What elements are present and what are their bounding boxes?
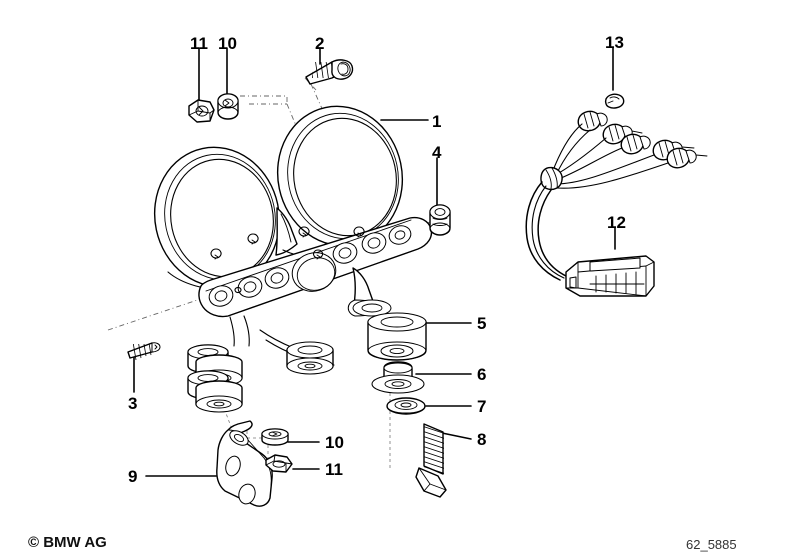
bulb-socket — [577, 110, 608, 132]
copyright-notice: © BMW AG — [28, 534, 107, 551]
hex-nut-bottom — [265, 454, 293, 473]
callout-4: 4 — [432, 143, 442, 162]
callout-3: 3 — [128, 394, 138, 413]
hex-head-bolt — [415, 423, 447, 498]
rubber-bushing-stack — [187, 341, 334, 413]
callout-10-top: 10 — [218, 34, 237, 53]
hex-socket-cap-bolt — [305, 59, 354, 85]
flat-washer-large — [386, 397, 426, 415]
callout-7: 7 — [477, 397, 487, 416]
collar-washer — [371, 361, 425, 394]
callout-11-top: 11 — [190, 34, 208, 53]
multi-pin-connector-plug — [565, 255, 655, 297]
callout-13: 13 — [605, 33, 624, 52]
rubber-mount-bushing-large — [367, 312, 427, 361]
washer-small-bottom — [261, 428, 289, 446]
callout-5: 5 — [477, 314, 487, 333]
diagram-number: 62_5885 — [686, 537, 737, 552]
instrument-bulb-harness — [525, 110, 708, 297]
instrument-mounting-plate — [198, 216, 433, 366]
bulb-socket — [666, 147, 708, 169]
callout-12: 12 — [607, 213, 626, 232]
angle-mounting-bracket — [216, 420, 273, 507]
flat-washer-small-top — [217, 93, 239, 120]
callout-2: 2 — [315, 34, 325, 53]
bulb-socket — [620, 133, 651, 155]
callout-9: 9 — [128, 467, 138, 486]
callout-10-bottom: 10 — [325, 433, 344, 452]
callout-6: 6 — [477, 365, 487, 384]
hex-nut-top — [188, 99, 215, 123]
callout-11-bottom: 11 — [325, 460, 343, 479]
indicator-bulb — [604, 93, 625, 109]
callout-8: 8 — [477, 430, 487, 449]
oval-head-screw — [127, 342, 161, 360]
callout-1: 1 — [432, 112, 442, 131]
rubber-sleeve-grommet — [429, 204, 451, 236]
callout-leader-lines — [133, 47, 616, 477]
